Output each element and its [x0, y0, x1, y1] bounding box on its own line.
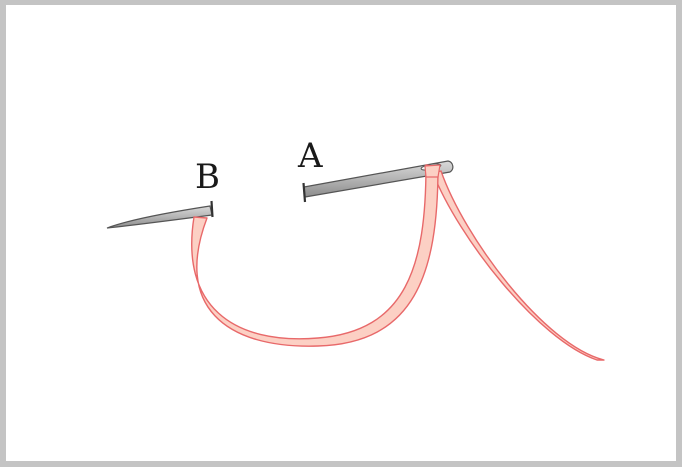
thread-tail: [432, 170, 605, 361]
needle-b: [106, 200, 214, 229]
label-b: B: [195, 157, 220, 197]
needle-icon: [303, 160, 454, 198]
needle-a-cut-edge: [302, 182, 307, 203]
needle-b-cut-edge: [210, 200, 214, 218]
stitch-diagram: A B: [106, 136, 605, 361]
label-a: A: [297, 136, 323, 176]
thread-icon: [424, 164, 441, 178]
